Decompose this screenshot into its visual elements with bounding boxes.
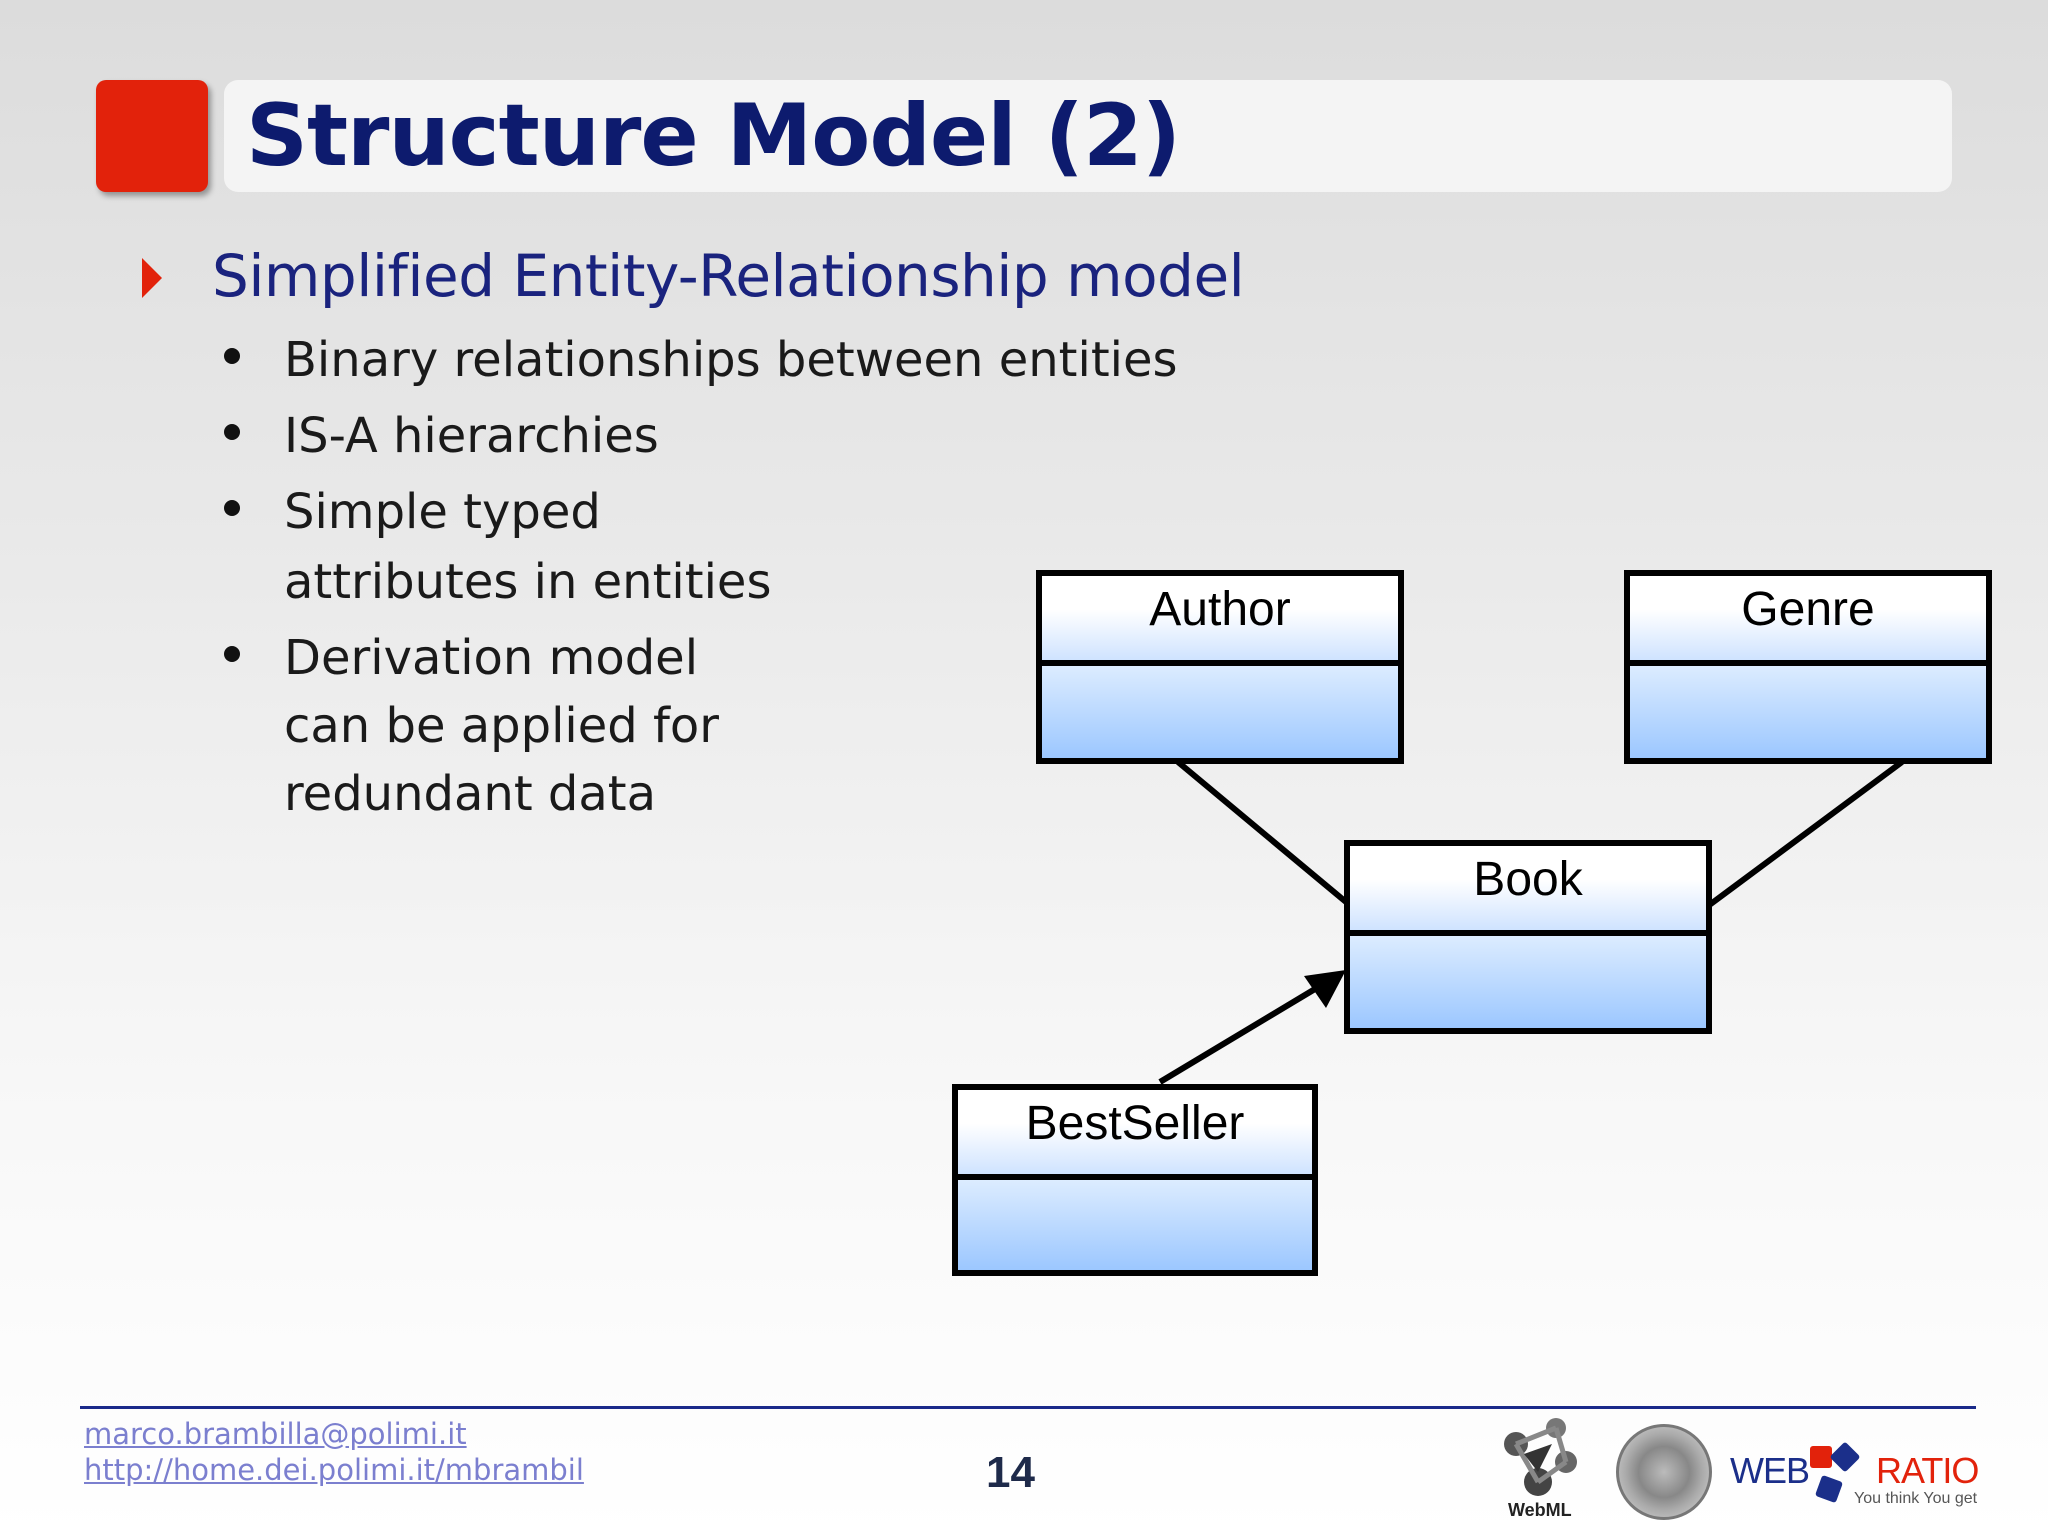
entity-bestseller-attributes [958, 1180, 1312, 1270]
bullet-binary-relationships: Binary relationships between entities [284, 332, 1178, 388]
bullet-dot-icon [224, 424, 240, 440]
title-accent-square [96, 80, 208, 192]
entity-author[interactable]: Author [1036, 570, 1404, 764]
entity-genre[interactable]: Genre [1624, 570, 1992, 764]
webratio-logo-ratio: RATIO [1876, 1450, 1979, 1491]
webml-logo-label: WebML [1508, 1500, 1572, 1520]
relationship-genre-book [1706, 759, 1904, 909]
entity-genre-name: Genre [1630, 576, 1986, 660]
footer-homepage-link[interactable]: http://home.dei.polimi.it/mbrambil [84, 1453, 584, 1487]
isa-arrowhead [1304, 970, 1346, 1008]
webratio-blue-square-icon [1814, 1474, 1844, 1504]
bullet-l1-text: Simplified Entity-Relationship model [212, 242, 1245, 310]
webratio-logo-web: WEB [1730, 1450, 1810, 1491]
relationship-author-book [1176, 759, 1348, 905]
entity-bestseller-name: BestSeller [958, 1090, 1312, 1174]
entity-book[interactable]: Book [1344, 840, 1712, 1034]
bullet-dot-icon [224, 500, 240, 516]
bullet-derivation-line1: Derivation model [284, 630, 699, 686]
footer-email-link[interactable]: marco.brambilla@polimi.it [84, 1417, 467, 1451]
entity-genre-attributes [1630, 666, 1986, 758]
webratio-red-square-icon [1810, 1446, 1832, 1468]
bullet-derivation-line3: redundant data [284, 766, 657, 822]
bullet-isa-hierarchies: IS-A hierarchies [284, 408, 659, 464]
footer-divider [80, 1406, 1976, 1409]
webratio-tagline: You think You get [1854, 1490, 1978, 1507]
webratio-blue-diamond-icon [1829, 1441, 1861, 1473]
webml-logo-icon [1504, 1418, 1577, 1496]
entity-bestseller[interactable]: BestSeller [952, 1084, 1318, 1276]
bullet-derivation-line2: can be applied for [284, 698, 720, 754]
bullet-simple-typed-line2: attributes in entities [284, 554, 772, 610]
entity-author-name: Author [1042, 576, 1398, 660]
bullet-dot-icon [224, 348, 240, 364]
polimi-seal-icon [1616, 1424, 1712, 1520]
webratio-logo: WEB RATIO You think You get [1730, 1440, 1980, 1510]
triangle-bullet-icon [142, 258, 162, 298]
entity-book-attributes [1350, 936, 1706, 1028]
bullet-simple-typed-line1: Simple typed [284, 484, 601, 540]
title-bar [224, 80, 1952, 192]
page-number: 14 [986, 1448, 1035, 1497]
isa-bestseller-book [1158, 977, 1332, 1085]
entity-book-name: Book [1350, 846, 1706, 930]
bullet-dot-icon [224, 646, 240, 662]
entity-author-attributes [1042, 666, 1398, 758]
slide-title: Structure Model (2) [246, 86, 1181, 186]
